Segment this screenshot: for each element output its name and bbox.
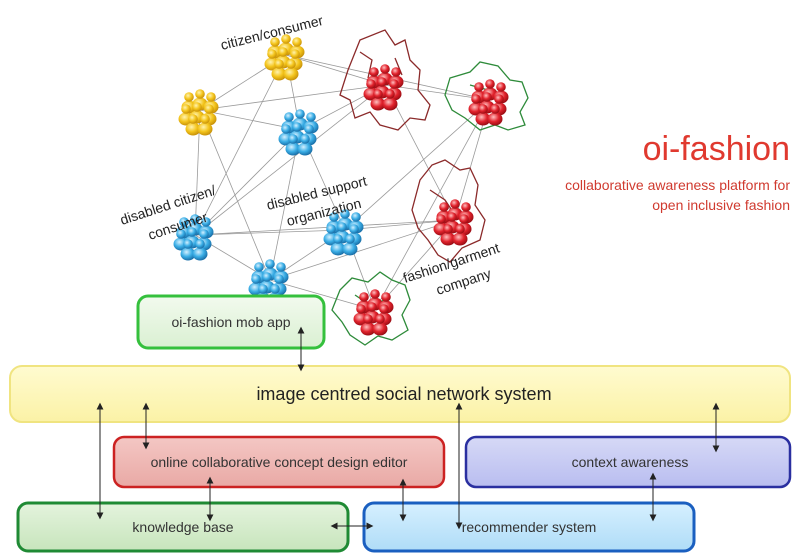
people-group-fashion-4 <box>353 289 394 336</box>
title-block: oi-fashion collaborative awareness platf… <box>565 130 790 213</box>
people-group-fashion-3 <box>433 199 474 246</box>
people-groups <box>173 34 509 336</box>
knowledge-base-label: knowledge base <box>132 519 233 535</box>
context-awareness-box[interactable] <box>464 435 792 489</box>
mob-app-box[interactable] <box>136 294 326 350</box>
module-boxes: oi-fashion mob app image centred social … <box>9 294 792 553</box>
mob-app-label: oi-fashion mob app <box>171 314 290 330</box>
design-editor-label: online collaborative concept design edit… <box>151 454 408 470</box>
connector-arrows <box>96 326 720 530</box>
people-group-citizen-1 <box>264 34 305 81</box>
context-awareness-label: context awareness <box>572 454 689 470</box>
people-group-fashion-1 <box>363 64 404 111</box>
social-network-label: image centred social network system <box>256 384 551 404</box>
people-group-disabled-1 <box>278 109 319 156</box>
brand-title: oi-fashion <box>643 130 790 168</box>
tagline-line1: collaborative awareness platform for <box>565 177 790 193</box>
social-network-box[interactable] <box>9 365 791 423</box>
network-label-group: citizen/consumer disabled citizen/ consu… <box>118 12 502 298</box>
people-group-disabled-3 <box>323 209 364 256</box>
tagline-line2: open inclusive fashion <box>652 197 790 213</box>
design-editor-box[interactable] <box>112 435 446 489</box>
people-group-fashion-2 <box>468 79 509 126</box>
recommender-label: recommender system <box>462 519 597 535</box>
people-group-disabled-2 <box>173 214 214 261</box>
people-group-citizen-2 <box>178 89 219 136</box>
